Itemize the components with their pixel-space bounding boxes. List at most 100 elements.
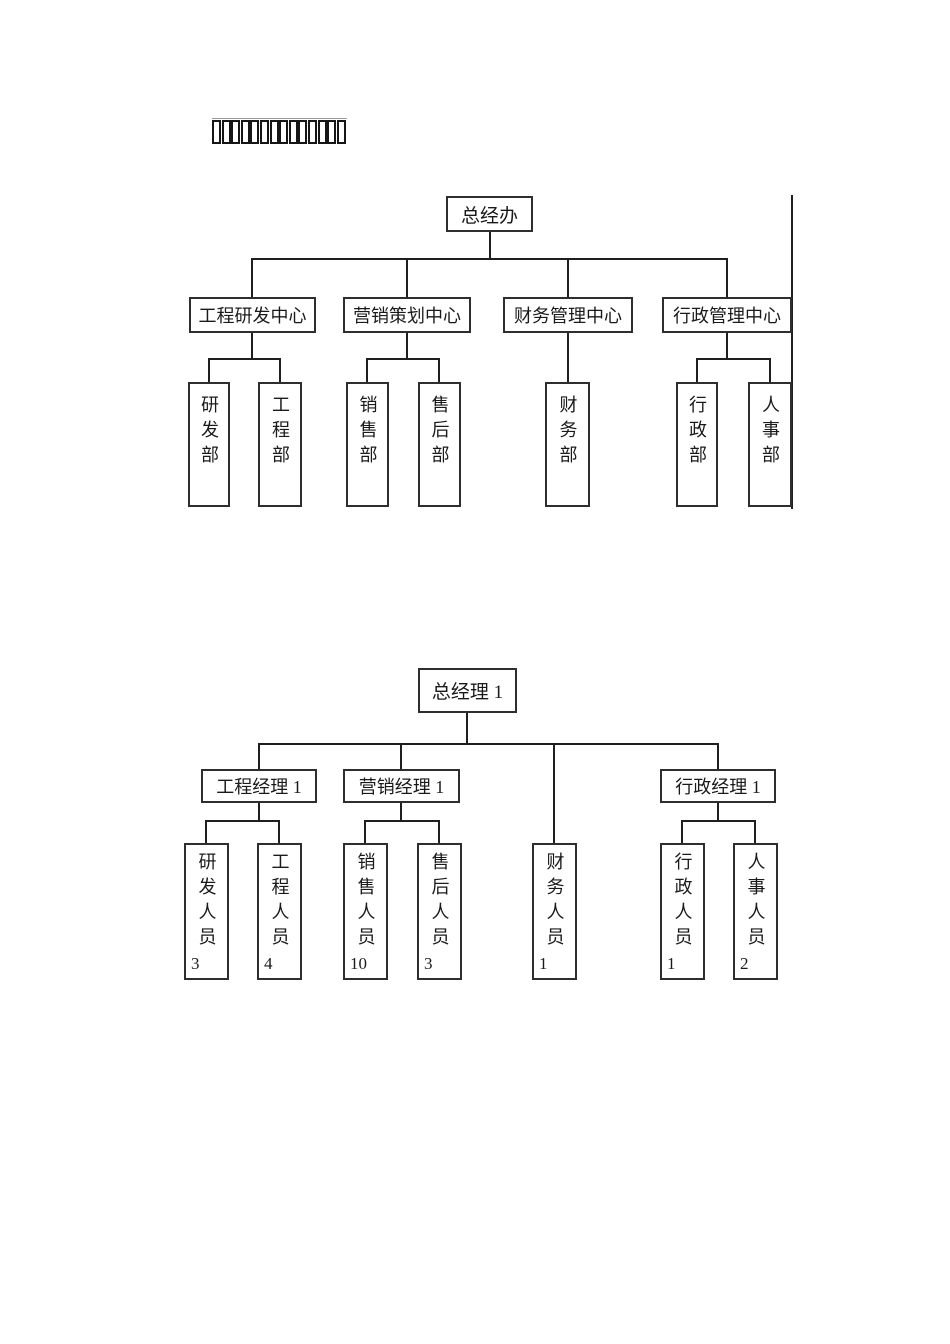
org2-staff-box: 工程人员 4 <box>257 843 302 980</box>
org1-dept-box: 行政部 <box>676 382 718 507</box>
title-placeholder-box <box>231 120 241 144</box>
connector-line <box>366 358 368 382</box>
title-placeholder-box <box>221 120 231 144</box>
connector-line <box>567 333 569 382</box>
org2-staff-box: 售后人员 3 <box>417 843 462 980</box>
connector-line <box>717 803 719 820</box>
title-placeholder-box <box>279 120 289 144</box>
connector-line <box>726 258 728 297</box>
connector-line <box>553 743 555 843</box>
connector-line <box>400 743 402 769</box>
org2-staff-box: 人事人员 2 <box>733 843 778 980</box>
connector-line <box>251 333 253 358</box>
connector-line <box>726 333 728 358</box>
node-label: 售后人员 <box>429 852 450 952</box>
title-placeholder-box <box>212 120 221 144</box>
staff-count: 4 <box>264 954 273 973</box>
node-label: 财务部 <box>557 395 578 470</box>
org1-center-box: 财务管理中心 <box>503 297 633 333</box>
connector-line <box>567 258 569 297</box>
title-placeholder-box <box>250 120 260 144</box>
connector-line <box>251 258 253 297</box>
title-placeholder-box <box>259 120 269 144</box>
node-label: 研发部 <box>199 395 219 470</box>
node-label: 行政经理 1 <box>675 777 761 797</box>
connector-line <box>366 358 440 360</box>
node-label: 行政人员 <box>672 852 693 952</box>
connector-line <box>205 820 280 822</box>
node-label: 行政部 <box>687 395 707 470</box>
org2-root-box: 总经理 1 <box>418 668 517 713</box>
connector-line <box>258 803 260 820</box>
org2-manager-box: 工程经理 1 <box>201 769 317 803</box>
connector-line <box>406 258 408 297</box>
connector-line <box>438 820 440 843</box>
org2-manager-box: 营销经理 1 <box>343 769 460 803</box>
org2-staff-box: 研发人员 3 <box>184 843 229 980</box>
title-placeholder-box <box>269 120 279 144</box>
staff-count: 2 <box>740 954 749 973</box>
staff-count: 10 <box>350 954 367 973</box>
right-margin-rule <box>791 195 793 509</box>
org2-staff-box: 行政人员 1 <box>660 843 705 980</box>
node-label: 营销经理 1 <box>358 777 445 797</box>
title-placeholder-box <box>240 120 250 144</box>
node-label: 销售部 <box>357 395 378 470</box>
node-label: 总经理 1 <box>431 682 504 703</box>
staff-count: 1 <box>667 954 676 973</box>
node-label: 总经办 <box>460 205 518 227</box>
connector-line <box>681 820 756 822</box>
org1-dept-box: 研发部 <box>188 382 230 507</box>
org1-center-box: 营销策划中心 <box>343 297 471 333</box>
title-placeholder-box <box>336 120 346 144</box>
node-label: 研发人员 <box>196 852 217 952</box>
connector-line <box>681 820 683 843</box>
org1-dept-box: 工程部 <box>258 382 302 507</box>
node-label: 行政管理中心 <box>673 306 781 326</box>
org2-manager-box: 行政经理 1 <box>660 769 776 803</box>
connector-line <box>205 820 207 843</box>
org1-dept-box: 人事部 <box>748 382 792 507</box>
node-label: 人事人员 <box>745 852 766 952</box>
node-label: 工程部 <box>270 395 290 470</box>
staff-count: 3 <box>191 954 200 973</box>
org1-dept-box: 财务部 <box>545 382 590 507</box>
connector-line <box>406 333 408 358</box>
connector-line <box>400 803 402 820</box>
node-label: 财务管理中心 <box>514 306 622 326</box>
connector-line <box>438 358 440 382</box>
node-label: 工程经理 1 <box>216 777 302 797</box>
connector-line <box>279 358 281 382</box>
title-placeholder-box <box>288 120 298 144</box>
org2-staff-box: 销售人员 10 <box>343 843 388 980</box>
title-placeholder-topline <box>212 118 347 119</box>
connector-line <box>696 358 698 382</box>
connector-line <box>754 820 756 843</box>
connector-line <box>209 358 281 360</box>
connector-line <box>364 820 366 843</box>
title-placeholder-box <box>307 120 317 144</box>
title-placeholder-box <box>327 120 337 144</box>
org2-staff-box: 财务人员 1 <box>532 843 577 980</box>
connector-line <box>208 358 210 382</box>
connector-line <box>717 743 719 769</box>
document-title-placeholder <box>212 120 346 144</box>
node-label: 人事部 <box>760 395 780 470</box>
node-label: 销售人员 <box>355 852 376 952</box>
org1-root-box: 总经办 <box>446 196 533 232</box>
org1-dept-box: 销售部 <box>346 382 389 507</box>
connector-line <box>258 743 260 769</box>
node-label: 售后部 <box>429 395 450 470</box>
org1-center-box: 工程研发中心 <box>189 297 316 333</box>
connector-line <box>364 820 440 822</box>
connector-line <box>489 232 491 258</box>
connector-line <box>258 743 719 745</box>
connector-line <box>696 358 771 360</box>
org1-dept-box: 售后部 <box>418 382 461 507</box>
org1-center-box: 行政管理中心 <box>662 297 792 333</box>
node-label: 财务人员 <box>544 852 565 952</box>
connector-line <box>466 713 468 743</box>
connector-line <box>252 258 728 260</box>
node-label: 营销策划中心 <box>353 306 461 326</box>
